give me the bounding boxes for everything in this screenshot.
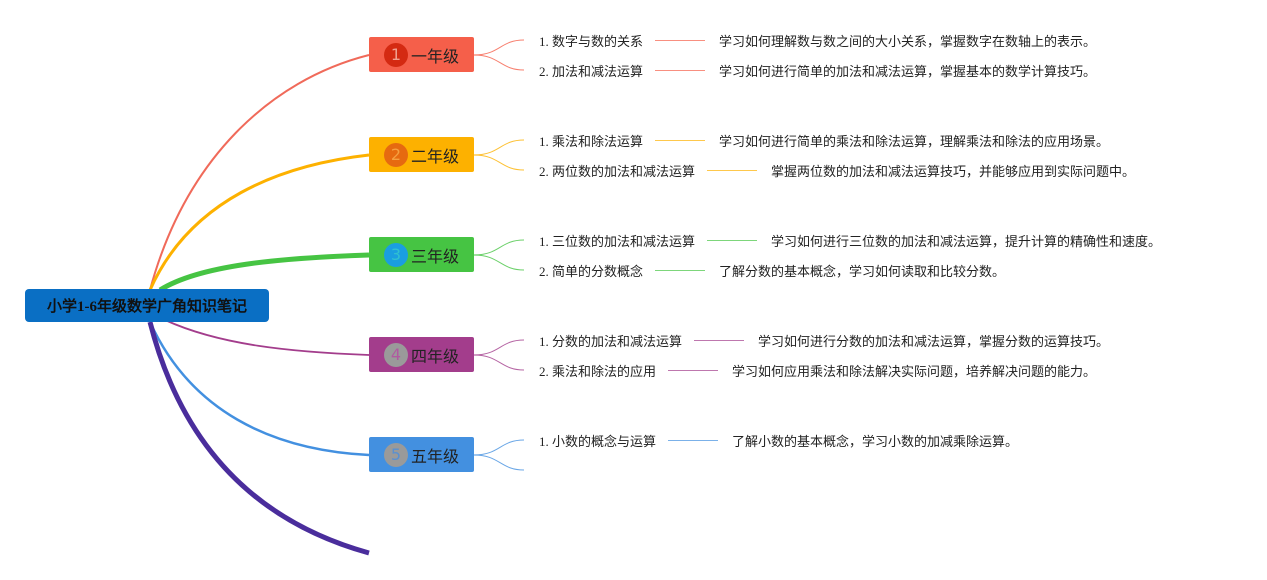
topic-connector bbox=[694, 339, 745, 341]
topic-item[interactable]: 1. 三位数的加法和减法运算 学习如何进行三位数的加法和减法运算，提升计算的精确性… bbox=[539, 230, 1161, 250]
sub-connector bbox=[473, 39, 525, 56]
branch-grade-5 bbox=[148, 321, 370, 457]
topic-item[interactable]: 1. 数字与数的关系 学习如何理解数与数之间的大小关系，掌握数字在数轴上的表示。 bbox=[539, 30, 1096, 50]
branch-grade-2 bbox=[148, 153, 370, 291]
topic-label: 1. 三位数的加法和减法运算 bbox=[539, 233, 696, 249]
number-badge-icon: 1 bbox=[383, 42, 408, 67]
topic-label: 2. 乘法和除法的应用 bbox=[539, 363, 657, 379]
topic-item[interactable]: 1. 小数的概念与运算 了解小数的基本概念，学习小数的加减乘除运算。 bbox=[539, 430, 1018, 450]
number-badge-icon: 5 bbox=[383, 442, 408, 467]
branch-grade-3 bbox=[158, 252, 370, 293]
topic-item[interactable]: 1. 乘法和除法运算 学习如何进行简单的乘法和除法运算，理解乘法和除法的应用场景。 bbox=[539, 130, 1109, 150]
grade-label: 一年级 bbox=[410, 46, 459, 66]
sub-connector bbox=[473, 254, 525, 271]
topic-label: 1. 乘法和除法运算 bbox=[539, 133, 644, 149]
branch-extra bbox=[147, 321, 370, 556]
branch-grade-1 bbox=[149, 54, 370, 291]
topic-description: 了解小数的基本概念，学习小数的加减乘除运算。 bbox=[732, 434, 1019, 450]
number-badge-icon: 3 bbox=[383, 242, 408, 267]
topic-description: 学习如何进行简单的加法和减法运算，掌握基本的数学计算技巧。 bbox=[719, 64, 1097, 80]
number-badge-icon: 2 bbox=[383, 142, 408, 167]
sub-connector bbox=[473, 354, 525, 371]
topic-label: 1. 数字与数的关系 bbox=[539, 33, 644, 49]
grade-label: 五年级 bbox=[410, 446, 459, 466]
topic-label: 2. 加法和减法运算 bbox=[539, 63, 644, 79]
topic-item[interactable]: 2. 乘法和除法的应用 学习如何应用乘法和除法解决实际问题，培养解决问题的能力。 bbox=[539, 360, 1096, 380]
sub-connector bbox=[473, 239, 525, 256]
number-badge-icon: 4 bbox=[383, 342, 408, 367]
topic-item[interactable]: 1. 分数的加法和减法运算 学习如何进行分数的加法和减法运算，掌握分数的运算技巧。 bbox=[539, 330, 1109, 350]
topic-item[interactable]: 2. 加法和减法运算 学习如何进行简单的加法和减法运算，掌握基本的数学计算技巧。 bbox=[539, 60, 1096, 80]
topic-connector bbox=[707, 239, 758, 241]
topic-connector bbox=[655, 139, 706, 141]
topic-description: 学习如何进行三位数的加法和减法运算，提升计算的精确性和速度。 bbox=[771, 234, 1162, 250]
topic-label: 1. 小数的概念与运算 bbox=[539, 433, 657, 449]
topic-connector bbox=[655, 39, 706, 41]
topic-connector bbox=[655, 69, 706, 71]
topic-connector bbox=[668, 439, 719, 441]
topic-item[interactable]: 2. 两位数的加法和减法运算 掌握两位数的加法和减法运算技巧，并能够应用到实际问题… bbox=[539, 160, 1135, 180]
grade-label: 三年级 bbox=[410, 246, 459, 266]
topic-connector bbox=[707, 169, 758, 171]
sub-connector bbox=[473, 54, 525, 71]
topic-description: 学习如何进行分数的加法和减法运算，掌握分数的运算技巧。 bbox=[758, 334, 1110, 350]
topic-description: 掌握两位数的加法和减法运算技巧，并能够应用到实际问题中。 bbox=[771, 164, 1136, 180]
sub-connector bbox=[473, 439, 525, 456]
grade-label: 四年级 bbox=[410, 346, 459, 366]
root-topic[interactable]: 小学1-6年级数学广角知识笔记 bbox=[25, 289, 269, 322]
branch-grade-4 bbox=[164, 319, 370, 356]
sub-connector bbox=[473, 154, 525, 171]
topic-description: 学习如何理解数与数之间的大小关系，掌握数字在数轴上的表示。 bbox=[719, 34, 1097, 50]
topic-connector bbox=[668, 369, 719, 371]
topic-connector bbox=[655, 269, 706, 271]
topic-label: 2. 两位数的加法和减法运算 bbox=[539, 163, 696, 179]
sub-connector bbox=[473, 454, 525, 471]
topic-description: 了解分数的基本概念，学习如何读取和比较分数。 bbox=[719, 264, 1006, 280]
topic-description: 学习如何进行简单的乘法和除法运算，理解乘法和除法的应用场景。 bbox=[719, 134, 1110, 150]
sub-connector bbox=[473, 339, 525, 356]
root-title: 小学1-6年级数学广角知识笔记 bbox=[47, 299, 247, 315]
sub-connector bbox=[473, 139, 525, 156]
topic-item[interactable]: 2. 简单的分数概念 了解分数的基本概念，学习如何读取和比较分数。 bbox=[539, 260, 1005, 280]
topic-description: 学习如何应用乘法和除法解决实际问题，培养解决问题的能力。 bbox=[732, 364, 1097, 380]
topic-label: 2. 简单的分数概念 bbox=[539, 263, 644, 279]
grade-label: 二年级 bbox=[410, 146, 459, 166]
topic-label: 1. 分数的加法和减法运算 bbox=[539, 333, 683, 349]
